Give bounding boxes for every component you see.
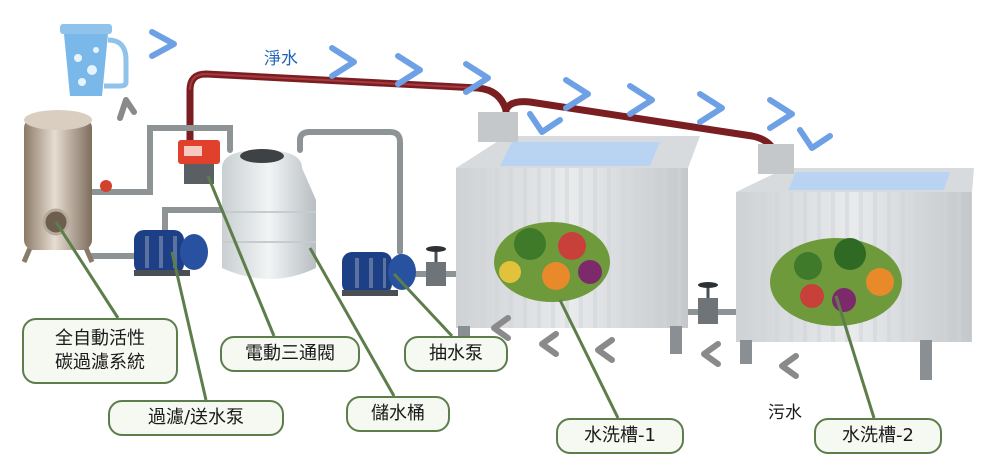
label-three-way-valve: 電動三通閥 [220, 336, 360, 372]
clean-water-label: 淨水 [264, 49, 298, 69]
flow-arrow-icon [117, 97, 799, 379]
leader-lines [54, 175, 876, 419]
valve-icon [426, 246, 718, 324]
filter-pump [134, 230, 208, 276]
three-way-valve [178, 140, 220, 184]
flow-arrow-icon [149, 29, 833, 151]
waste-water-label: 污水 [768, 403, 802, 423]
storage-tank [222, 149, 316, 279]
label-wash-tank-1: 水洗槽-1 [556, 418, 684, 454]
suction-pump [342, 252, 416, 296]
label-wash-tank-2: 水洗槽-2 [814, 418, 942, 454]
label-storage-tank: 儲水桶 [346, 396, 450, 432]
label-carbon-filter: 全自動活性 碳過濾系統 [22, 318, 178, 384]
wash-tank-2 [736, 144, 974, 380]
wash-tank-1 [456, 112, 700, 354]
water-purifier-icon [60, 24, 129, 96]
label-filter-pump: 過濾/送水泵 [108, 400, 284, 436]
label-suction-pump: 抽水泵 [404, 336, 508, 372]
